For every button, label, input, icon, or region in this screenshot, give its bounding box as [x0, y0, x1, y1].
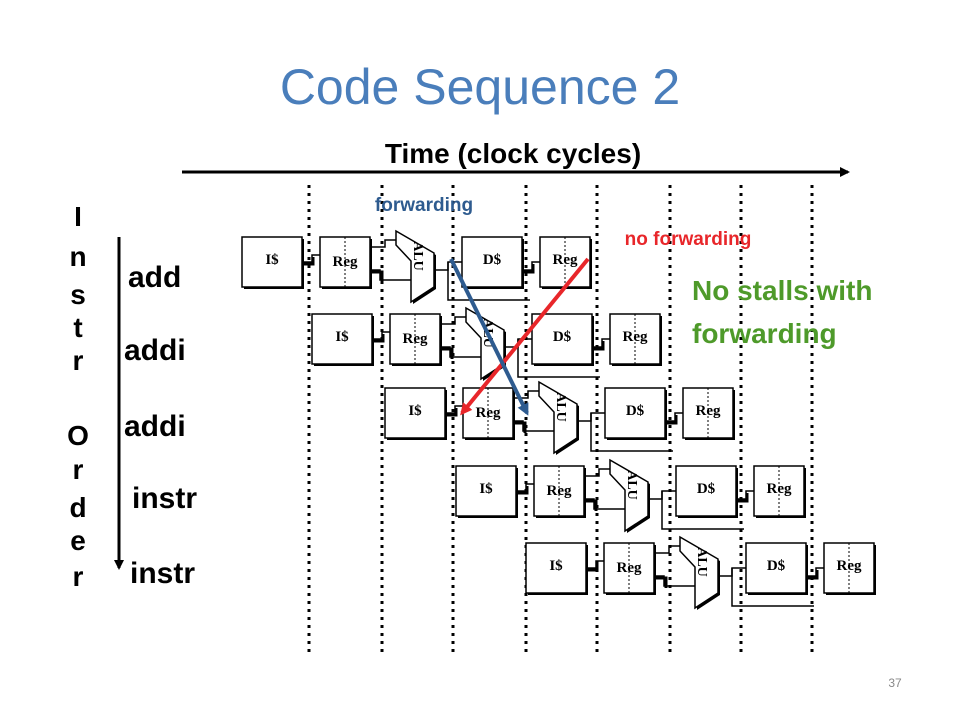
reg-write-stage: Reg [767, 481, 792, 497]
order-letter: r [73, 454, 84, 485]
instruction-name: instr [130, 557, 195, 590]
reg-read-stage: Reg [547, 483, 572, 499]
alu-stage: ALU [624, 470, 639, 500]
pipeline-row: I$ Reg ALU D$ Reg [241, 229, 592, 304]
instruction-name: instr [132, 482, 197, 515]
forwarding-label: forwarding [375, 195, 473, 216]
icache-stage: I$ [408, 403, 422, 419]
dcache-stage: D$ [553, 329, 572, 345]
pipeline-rows: I$RegALUD$RegI$RegALUD$RegI$RegALUD$RegI… [241, 229, 876, 610]
instruction-name: addi [124, 334, 186, 367]
reg-read-stage: Reg [403, 331, 428, 347]
reg-write-stage: Reg [696, 403, 721, 419]
instruction-name: add [128, 261, 181, 294]
instruction-name: addi [124, 410, 186, 443]
icache-stage: I$ [265, 252, 279, 268]
cycle-separators [307, 185, 814, 655]
reg-write-stage: Reg [837, 558, 862, 574]
page-number: 37 [888, 676, 902, 690]
order-letter: s [70, 279, 86, 310]
icache-stage: I$ [549, 558, 563, 574]
order-letter: r [73, 345, 84, 376]
reg-read-stage: Reg [617, 560, 642, 576]
no-forwarding-label: no forwarding [625, 229, 752, 250]
instruction-list: add addi addi instr instr [124, 261, 197, 590]
alu-stage: ALU [410, 241, 425, 271]
icache-stage: I$ [479, 481, 493, 497]
dcache-stage: D$ [697, 481, 716, 497]
order-letter: r [73, 561, 84, 592]
icache-stage: I$ [335, 329, 349, 345]
order-letter: n [69, 241, 86, 272]
pipeline-row: I$ Reg ALU D$ Reg [455, 458, 806, 533]
order-letter: O [67, 420, 89, 451]
forwarding-arrow [449, 258, 529, 416]
pipeline-row: I$ Reg ALU D$ Reg [525, 535, 876, 610]
dcache-stage: D$ [767, 558, 786, 574]
alu-stage: ALU [553, 392, 568, 422]
reg-read-stage: Reg [333, 254, 358, 270]
order-letter: I [74, 201, 82, 232]
time-label: Time (clock cycles) [385, 138, 641, 169]
alu-stage: ALU [694, 547, 709, 577]
order-letter: e [70, 525, 86, 556]
slide-title: Code Sequence 2 [279, 59, 681, 115]
dcache-stage: D$ [626, 403, 645, 419]
no-forwarding-arrow [460, 257, 590, 416]
summary-line-2: forwarding [692, 318, 837, 349]
order-letter: t [73, 312, 82, 343]
order-letter: d [69, 492, 86, 523]
reg-read-stage: Reg [476, 405, 501, 421]
pipeline-row: I$ Reg ALU D$ Reg [384, 380, 735, 455]
reg-write-stage: Reg [553, 252, 578, 268]
summary-line-1: No stalls with [692, 275, 872, 306]
reg-write-stage: Reg [623, 329, 648, 345]
dcache-stage: D$ [483, 252, 502, 268]
